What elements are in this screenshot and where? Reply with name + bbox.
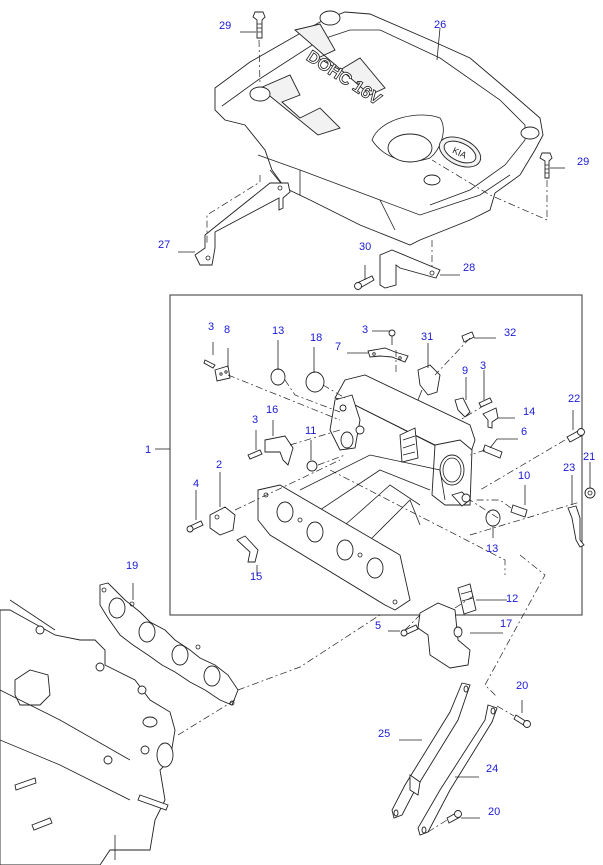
assembly-frame [169, 294, 583, 616]
bracket-9[interactable] [454, 397, 471, 418]
sensor-31[interactable] [417, 364, 441, 401]
callout-16[interactable]: 16 [266, 404, 278, 416]
callout-13a[interactable]: 13 [272, 325, 284, 337]
callout-3b[interactable]: 3 [362, 324, 368, 336]
bolt-32[interactable] [461, 331, 475, 343]
callout-7[interactable]: 7 [335, 341, 341, 353]
water-outlet-2[interactable] [209, 506, 236, 536]
plug-11[interactable] [306, 460, 318, 472]
callout-23[interactable]: 23 [563, 462, 575, 474]
callout-3a[interactable]: 3 [208, 321, 214, 333]
callout-12[interactable]: 12 [506, 593, 518, 605]
engine-cover[interactable]: KIA DOHC 16V [214, 10, 544, 246]
cap-plug-18[interactable] [305, 371, 325, 393]
callout-21[interactable]: 21 [583, 451, 595, 463]
callout-30[interactable]: 30 [359, 241, 371, 253]
callout-15[interactable]: 15 [250, 571, 262, 583]
callout-5[interactable]: 5 [375, 620, 381, 632]
callout-24[interactable]: 24 [486, 763, 498, 775]
callout-28[interactable]: 28 [463, 262, 475, 274]
callout-8[interactable]: 8 [224, 324, 230, 336]
sensor-10[interactable] [510, 504, 528, 518]
intake-manifold[interactable] [257, 374, 476, 611]
bolt-20-top[interactable] [513, 714, 531, 728]
bracket-7[interactable] [367, 347, 409, 363]
callout-14[interactable]: 14 [523, 406, 535, 418]
callout-19[interactable]: 19 [126, 560, 138, 572]
nut-21[interactable] [584, 487, 596, 499]
callout-4[interactable]: 4 [193, 478, 199, 490]
bracket-23[interactable] [567, 505, 585, 548]
bolt-3-c[interactable] [478, 397, 493, 408]
callout-2[interactable]: 2 [216, 459, 222, 471]
callout-18[interactable]: 18 [310, 332, 322, 344]
callout-13b[interactable]: 13 [486, 543, 498, 555]
callout-26[interactable]: 26 [434, 19, 446, 31]
stay-24[interactable] [417, 704, 498, 836]
callout-25[interactable]: 25 [378, 728, 390, 740]
stud-6[interactable] [482, 444, 503, 459]
callout-1[interactable]: 1 [145, 444, 151, 456]
cap-plug-13-top[interactable] [270, 368, 286, 386]
hose-15[interactable] [236, 535, 259, 563]
callout-20a[interactable]: 20 [516, 680, 528, 692]
callout-10[interactable]: 10 [518, 470, 530, 482]
callout-29a[interactable]: 29 [219, 20, 231, 32]
callout-6[interactable]: 6 [521, 426, 527, 438]
callout-3c[interactable]: 3 [480, 360, 486, 372]
bracket-16[interactable] [264, 435, 294, 466]
callout-labels: 1 2 3 3 3 3 4 5 6 7 8 9 10 11 12 13 13 1… [126, 19, 595, 818]
cover-bracket-27[interactable] [194, 182, 291, 266]
isc-valve-17[interactable] [417, 602, 471, 669]
callout-17[interactable]: 17 [500, 618, 512, 630]
bolt-3-b[interactable] [388, 329, 396, 345]
callout-32[interactable]: 32 [504, 327, 516, 339]
callout-11[interactable]: 11 [305, 425, 316, 437]
intake-manifold-gasket-19[interactable] [99, 582, 239, 706]
gasket-12[interactable] [457, 583, 477, 615]
callout-31[interactable]: 31 [421, 331, 433, 343]
kia-logo: KIA [438, 136, 482, 168]
bolt-4[interactable] [186, 520, 204, 533]
plate-8[interactable] [214, 365, 231, 382]
elbow-fitting-14[interactable] [482, 407, 499, 429]
bolt-5[interactable] [400, 624, 419, 637]
callout-29b[interactable]: 29 [577, 156, 589, 168]
callout-27[interactable]: 27 [158, 239, 170, 251]
bolt-30[interactable] [354, 275, 375, 290]
callout-20b[interactable]: 20 [488, 806, 500, 818]
cover-bracket-28[interactable] [379, 249, 441, 289]
cylinder-head [0, 599, 176, 865]
callout-3d[interactable]: 3 [252, 414, 258, 426]
bolt-29-left[interactable] [252, 11, 266, 39]
stay-25[interactable] [391, 682, 471, 819]
bolt-20-bottom[interactable] [446, 810, 462, 824]
bolt-29-right[interactable] [539, 152, 553, 179]
bolt-3-a[interactable] [203, 359, 216, 369]
bolt-3-d[interactable] [247, 449, 263, 460]
callout-22[interactable]: 22 [568, 393, 580, 405]
callout-9[interactable]: 9 [462, 365, 468, 377]
leader-lines [132, 27, 591, 819]
bolt-22[interactable] [566, 428, 585, 443]
